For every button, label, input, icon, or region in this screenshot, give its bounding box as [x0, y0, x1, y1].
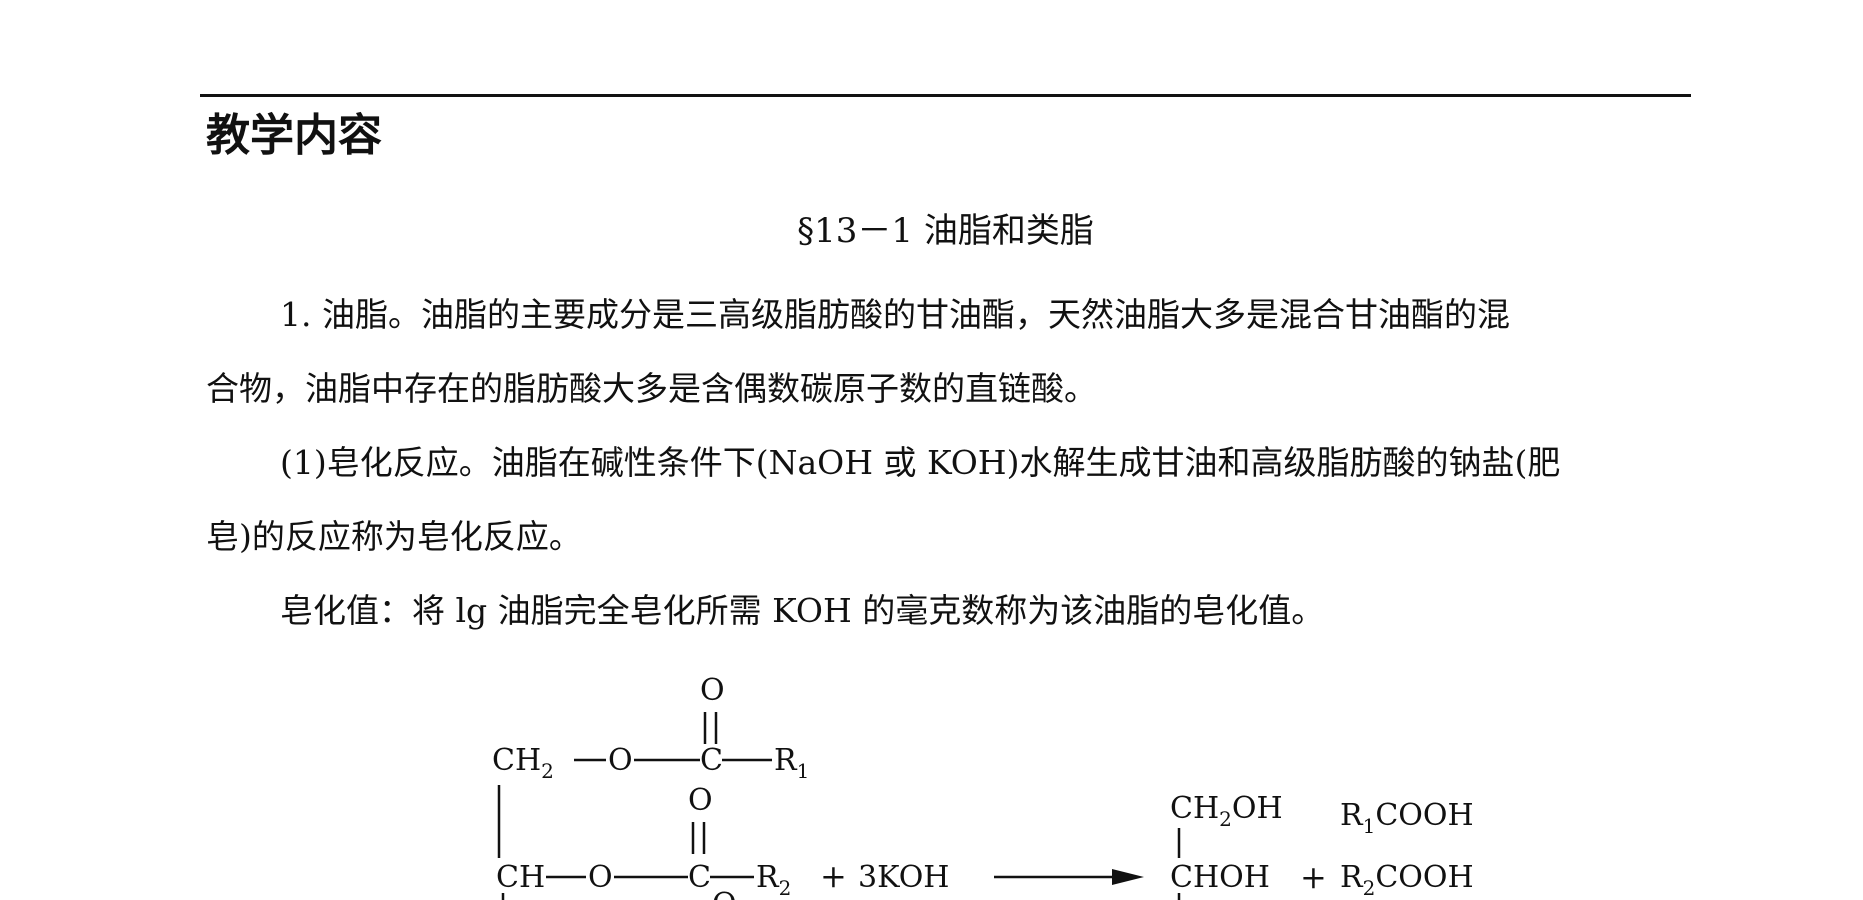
paragraph-oils: 1. 油脂。油脂的主要成分是三高级脂肪酸的甘油酯，天然油脂大多是混合甘油酯的混 …	[206, 278, 1691, 426]
ch2-top: CH2	[492, 743, 554, 783]
acid-r1cooh: R1COOH	[1340, 798, 1474, 838]
paragraph-text: 皂化值：将 lg 油脂完全皂化所需 KOH 的毫克数称为该油脂的皂化值。	[280, 591, 1325, 630]
paragraph-saponification: (1)皂化反应。油脂在碱性条件下(NaOH 或 KOH)水解生成甘油和高级脂肪酸…	[206, 426, 1691, 574]
paragraph-text: 合物，油脂中存在的脂肪酸大多是含偶数碳原子数的直链酸。	[206, 369, 1097, 408]
carbonyl-oxygen-1: O	[700, 673, 725, 708]
paragraph-text: 1. 油脂。油脂的主要成分是三高级脂肪酸的甘油酯，天然油脂大多是混合甘油酯的混	[280, 295, 1510, 334]
ester-oxygen-1: O	[608, 743, 633, 778]
section-title: §13－1 油脂和类脂	[797, 211, 1094, 251]
carbonyl-carbon-2: C	[688, 860, 711, 895]
r1-group: R1	[774, 743, 809, 783]
plus-sign: +	[820, 857, 847, 895]
carbonyl-oxygen-3: O	[712, 887, 737, 900]
r2-group: R2	[756, 860, 791, 900]
product-choh: CHOH	[1170, 860, 1270, 895]
paragraph-line: 皂)的反应称为皂化反应。	[206, 500, 1691, 574]
paragraph-line: (1)皂化反应。油脂在碱性条件下(NaOH 或 KOH)水解生成甘油和高级脂肪酸…	[206, 426, 1691, 500]
product-ch2oh: CH2OH	[1170, 791, 1283, 831]
page-title: 教学内容	[206, 110, 382, 161]
header-rule	[200, 94, 1691, 97]
carbonyl-carbon-1: C	[700, 743, 723, 778]
paragraph-text: 皂)的反应称为皂化反应。	[206, 517, 582, 556]
acid-r2cooh: R2COOH	[1340, 860, 1474, 900]
plus-sign: +	[1300, 858, 1327, 896]
reaction-arrow-head	[1112, 869, 1144, 885]
paragraph-line: 1. 油脂。油脂的主要成分是三高级脂肪酸的甘油酯，天然油脂大多是混合甘油酯的混	[206, 278, 1691, 352]
carbonyl-oxygen-2: O	[688, 783, 713, 818]
ch-middle: CH	[496, 860, 545, 895]
paragraph-line: 合物，油脂中存在的脂肪酸大多是含偶数碳原子数的直链酸。	[206, 352, 1691, 426]
ester-oxygen-2: O	[588, 860, 613, 895]
paragraph-line: 皂化值：将 lg 油脂完全皂化所需 KOH 的毫克数称为该油脂的皂化值。	[206, 574, 1691, 648]
paragraph-text: (1)皂化反应。油脂在碱性条件下(NaOH 或 KOH)水解生成甘油和高级脂肪酸…	[280, 443, 1561, 482]
reagent-koh: 3KOH	[858, 860, 949, 895]
paragraph-saponification-value: 皂化值：将 lg 油脂完全皂化所需 KOH 的毫克数称为该油脂的皂化值。	[206, 574, 1691, 648]
